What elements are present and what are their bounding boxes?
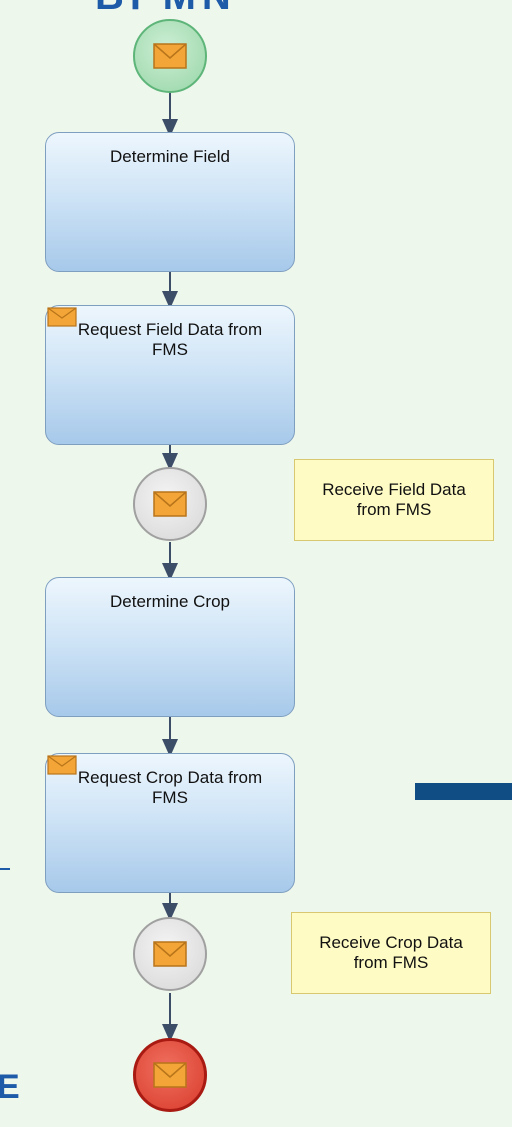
task-determine-field[interactable]: Determine Field [45, 132, 295, 272]
start-event[interactable] [133, 19, 207, 93]
task-label: Request Field Data from FMS [77, 320, 263, 359]
header-title-fragment: BPMN [95, 0, 237, 19]
edge-line-fragment [0, 868, 10, 870]
task-label: Determine Field [110, 147, 230, 166]
edge-letter-fragment: E [0, 1068, 20, 1106]
task-request-crop-data[interactable]: Request Crop Data from FMS [45, 753, 295, 893]
task-label: Request Crop Data from FMS [77, 768, 263, 807]
task-label: Determine Crop [110, 592, 230, 611]
end-event[interactable] [133, 1038, 207, 1112]
intermediate-message-event[interactable] [133, 467, 207, 541]
envelope-icon [153, 491, 187, 517]
send-message-icon [47, 307, 77, 327]
task-request-field-data[interactable]: Request Field Data from FMS [45, 305, 295, 445]
annotation-receive-field-data: Receive Field Data from FMS [294, 459, 494, 541]
annotation-label: Receive Field Data from FMS [322, 480, 466, 519]
envelope-icon [153, 43, 187, 69]
send-message-icon [47, 755, 77, 775]
annotation-receive-crop-data: Receive Crop Data from FMS [291, 912, 491, 994]
intermediate-message-event[interactable] [133, 917, 207, 991]
envelope-icon [153, 1062, 187, 1088]
accent-bar [415, 783, 512, 800]
task-determine-crop[interactable]: Determine Crop [45, 577, 295, 717]
annotation-label: Receive Crop Data from FMS [319, 933, 463, 972]
envelope-icon [153, 941, 187, 967]
